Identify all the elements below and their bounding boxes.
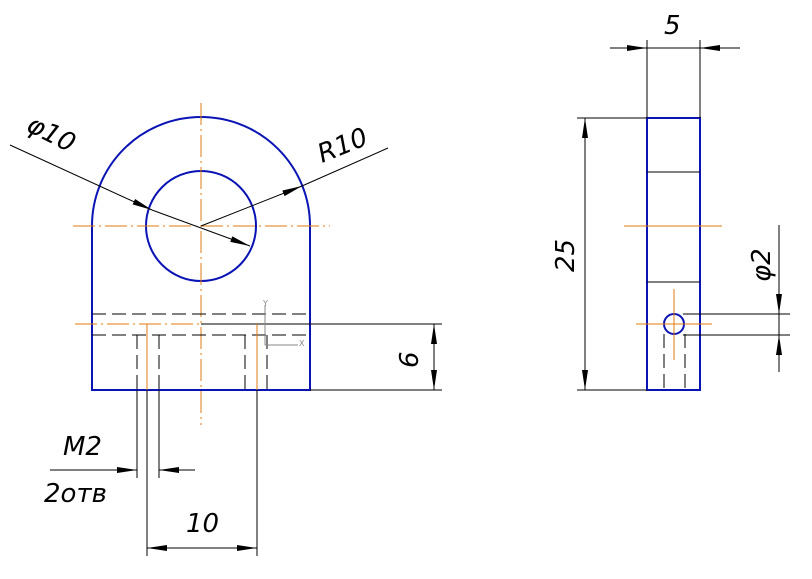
hole-label: φ2	[747, 248, 777, 282]
side-outline	[646, 117, 701, 391]
spacing-label: 10	[186, 509, 219, 539]
front-outline	[91, 116, 311, 391]
thickness-label: 5	[664, 11, 681, 41]
radius-label: R10	[313, 123, 372, 170]
coordinate-axes-icon: Y X	[262, 299, 305, 348]
front-view: Y X φ10 R10 6 M2 2отв 10	[9, 103, 442, 556]
threaded-holes	[136, 324, 268, 556]
axis-y-label: Y	[262, 299, 268, 308]
diameter-leader	[9, 144, 153, 211]
side-view: 5 25 φ2	[551, 11, 790, 391]
thread-label: M2	[63, 432, 102, 462]
diameter-label: φ10	[22, 110, 80, 160]
thread-count-label: 2отв	[44, 479, 107, 509]
height-label: 6	[395, 351, 425, 368]
side-height-label: 25	[551, 239, 581, 272]
radius-leader	[301, 147, 389, 187]
axis-x-label: X	[299, 339, 305, 348]
